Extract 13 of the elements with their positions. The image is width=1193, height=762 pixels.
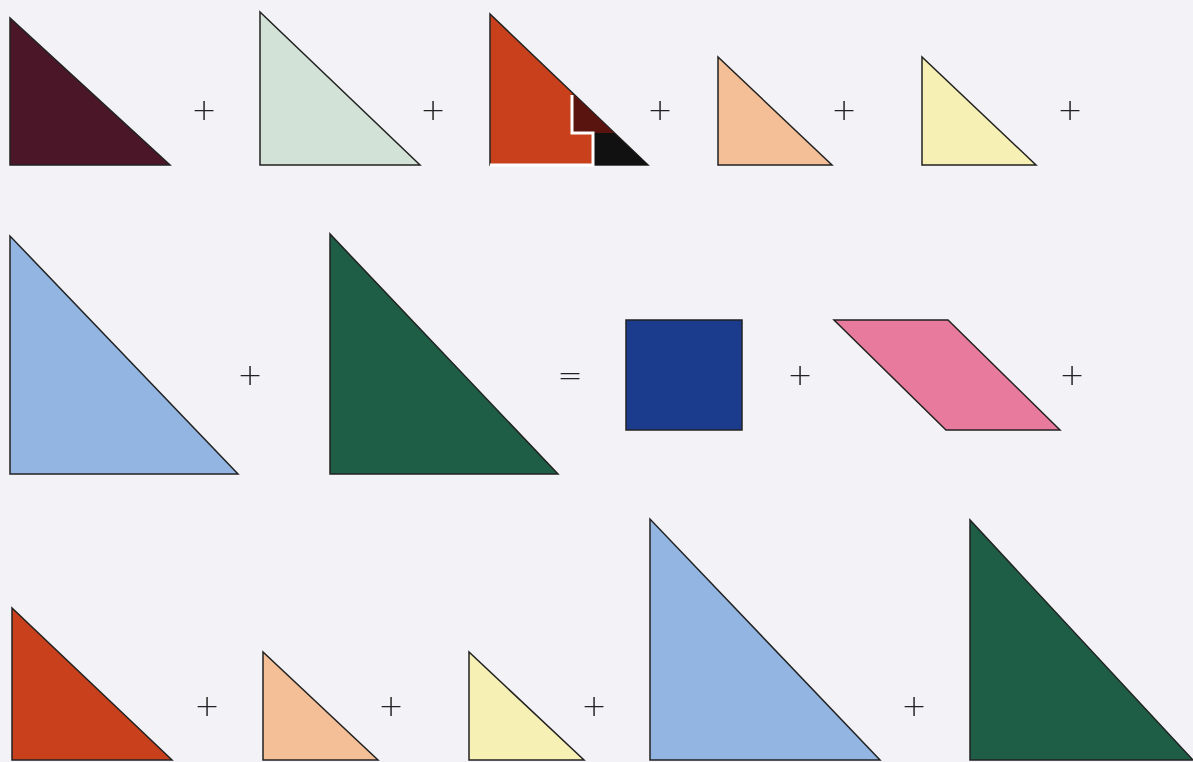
plus-sign: + [831, 95, 857, 125]
plus-sign: + [901, 691, 927, 721]
plus-sign: + [787, 360, 813, 390]
plus-sign: + [194, 691, 220, 721]
plus-sign: + [1059, 360, 1085, 390]
equals-sign: = [557, 361, 583, 391]
plus-sign: + [1057, 95, 1083, 125]
plus-sign: + [420, 95, 446, 125]
plus-sign: + [581, 691, 607, 721]
plus-sign: + [647, 95, 673, 125]
plus-sign: + [237, 360, 263, 390]
plus-sign: + [191, 95, 217, 125]
plus-sign: + [378, 691, 404, 721]
